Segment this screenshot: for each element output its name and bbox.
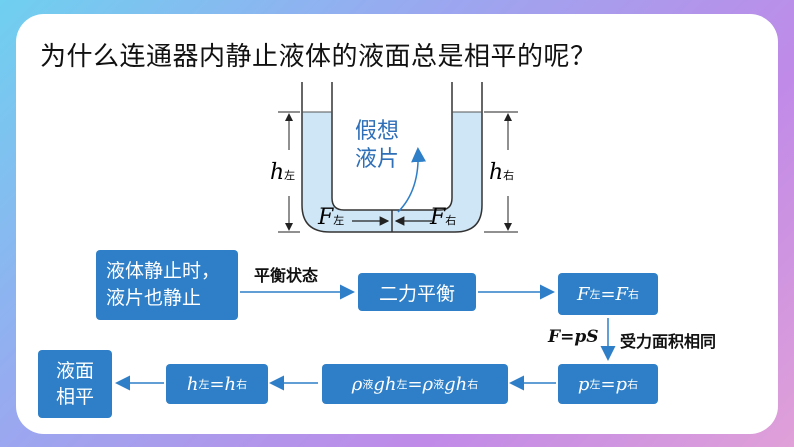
label-equilibrium: 平衡状态: [254, 266, 319, 285]
box-two-force-balance: 二力平衡: [358, 273, 476, 311]
label-same-area: 受力面积相同: [620, 332, 717, 351]
slice-pointer-arrow: [397, 147, 427, 213]
box-liquid-static: 液体静止时， 液片也静止: [96, 250, 238, 320]
liquid-body: [302, 112, 482, 232]
label-formula: F=pS: [548, 327, 599, 347]
f-left-label: F左: [318, 205, 345, 230]
h-left-label: h左: [270, 160, 296, 185]
f-right-label: F右: [430, 205, 457, 230]
imaginary-slice-label: 假想 液片: [355, 119, 400, 172]
h-right-label: h右: [489, 160, 515, 185]
box-surfaces-level: 液面 相平: [38, 350, 112, 418]
slide-title: 为什么连通器内静止液体的液面总是相平的呢？: [40, 42, 597, 72]
